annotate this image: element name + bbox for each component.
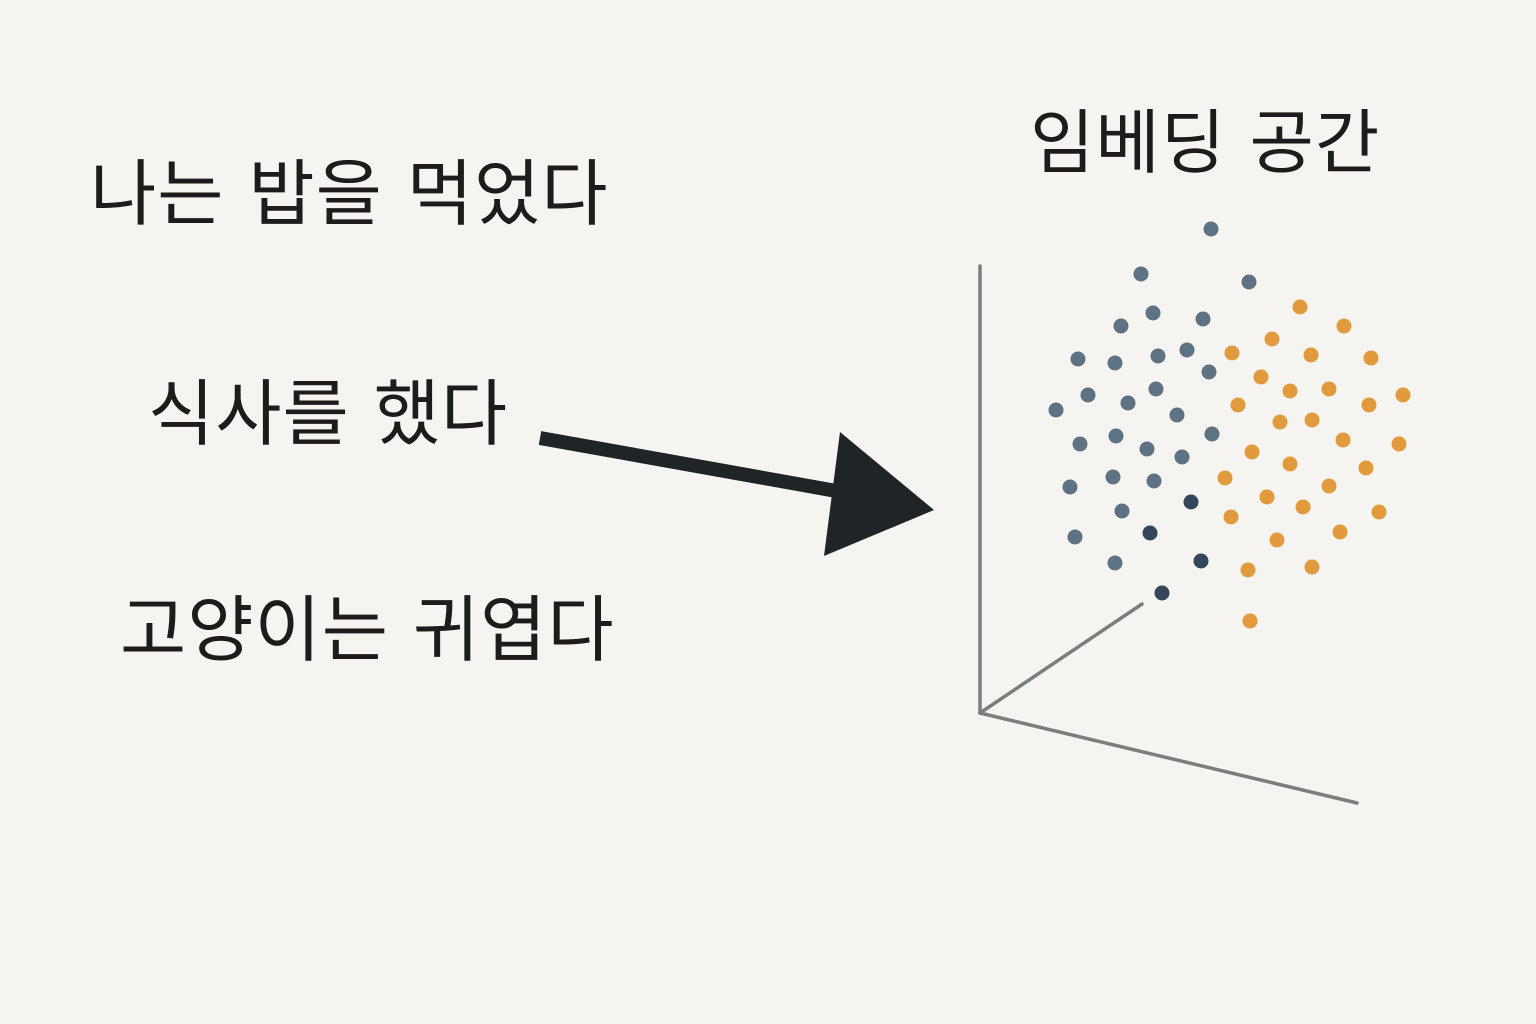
sentence-3: 고양이는 귀엽다 (120, 588, 615, 672)
embedding-point-orange (1321, 381, 1337, 397)
embedding-point-orange (1321, 478, 1337, 494)
embedding-point-blue (1150, 348, 1166, 364)
embedding-point-orange (1242, 613, 1258, 629)
embedding-point-blue (1072, 436, 1088, 452)
embedding-point-blue (1183, 494, 1199, 510)
embedding-point-orange (1217, 470, 1233, 486)
embedding-point-blue (1114, 503, 1130, 519)
embedding-point-orange (1253, 369, 1269, 385)
embedding-point-blue (1179, 342, 1195, 358)
embedding-point-blue (1070, 351, 1086, 367)
embedding-point-orange (1358, 460, 1374, 476)
embedding-point-blue (1204, 426, 1220, 442)
embedding-point-blue (1067, 529, 1083, 545)
embedding-point-blue (1080, 387, 1096, 403)
embedding-point-blue (1154, 585, 1170, 601)
embedding-point-blue (1146, 473, 1162, 489)
arrow-shaft (538, 431, 844, 499)
embedding-point-blue (1142, 525, 1158, 541)
embedding-point-orange (1282, 383, 1298, 399)
embedding-point-blue (1120, 395, 1136, 411)
sentence-2: 식사를 했다 (148, 372, 509, 456)
axis-horizontal (978, 711, 1359, 805)
embedding-point-blue (1105, 469, 1121, 485)
embedding-point-blue (1201, 364, 1217, 380)
embedding-point-orange (1272, 414, 1288, 430)
embedding-point-blue (1193, 553, 1209, 569)
embedding-point-blue (1107, 555, 1123, 571)
embedding-point-orange (1361, 397, 1377, 413)
embedding-point-orange (1223, 509, 1239, 525)
embedding-point-blue (1145, 305, 1161, 321)
embedding-point-orange (1335, 432, 1351, 448)
embedding-point-orange (1292, 299, 1308, 315)
embedding-point-orange (1371, 504, 1387, 520)
embedding-point-blue (1048, 402, 1064, 418)
embedding-point-blue (1113, 318, 1129, 334)
embedding-point-blue (1203, 221, 1219, 237)
embedding-point-blue (1062, 479, 1078, 495)
embedding-point-orange (1336, 318, 1352, 334)
embedding-point-orange (1240, 562, 1256, 578)
embedding-point-blue (1148, 381, 1164, 397)
embedding-point-orange (1224, 345, 1240, 361)
embedding-point-blue (1169, 407, 1185, 423)
embedding-point-blue (1174, 449, 1190, 465)
embedding-point-blue (1133, 266, 1149, 282)
embedding-point-orange (1264, 331, 1280, 347)
embedding-point-orange (1230, 397, 1246, 413)
embedding-point-orange (1295, 499, 1311, 515)
embedding-point-orange (1363, 350, 1379, 366)
embedding-point-orange (1332, 524, 1348, 540)
embedding-space-title: 임베딩 공간 (1030, 102, 1381, 184)
axes (978, 264, 1359, 805)
axis-depth (978, 602, 1144, 715)
embedding-point-orange (1391, 436, 1407, 452)
embedding-point-blue (1108, 428, 1124, 444)
embedding-point-orange (1395, 387, 1411, 403)
embedding-point-orange (1244, 444, 1260, 460)
embedding-point-orange (1282, 456, 1298, 472)
embedding-point-blue (1139, 441, 1155, 457)
embedding-points (1048, 221, 1411, 629)
embedding-point-orange (1304, 412, 1320, 428)
embedding-point-blue (1195, 311, 1211, 327)
embedding-point-orange (1303, 347, 1319, 363)
embedding-point-blue (1241, 274, 1257, 290)
sentence-1: 나는 밥을 먹었다 (90, 152, 609, 236)
embedding-point-orange (1269, 532, 1285, 548)
arrow-head (824, 432, 934, 556)
embedding-point-orange (1259, 489, 1275, 505)
embedding-point-blue (1107, 355, 1123, 371)
embedding-point-orange (1304, 559, 1320, 575)
